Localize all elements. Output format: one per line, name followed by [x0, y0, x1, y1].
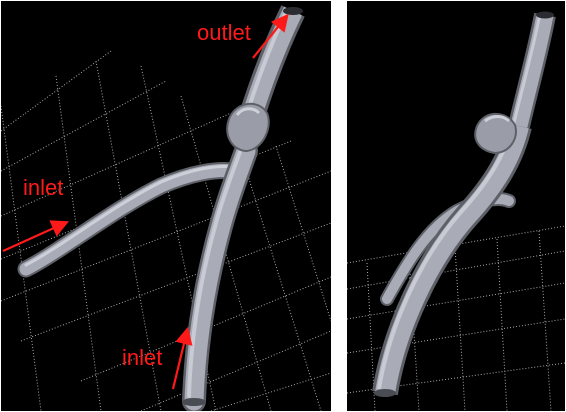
left-view-panel: outlet inlet inlet — [1, 1, 331, 411]
inlet-bottom-label: inlet — [122, 347, 162, 369]
right-view-panel — [347, 1, 565, 411]
inlet-left-label: inlet — [23, 177, 63, 199]
outlet-label: outlet — [197, 22, 251, 44]
left-view-graphic — [1, 1, 331, 411]
floor-grid — [1, 51, 331, 411]
vessel-model — [374, 12, 554, 398]
right-view-graphic — [347, 1, 565, 411]
